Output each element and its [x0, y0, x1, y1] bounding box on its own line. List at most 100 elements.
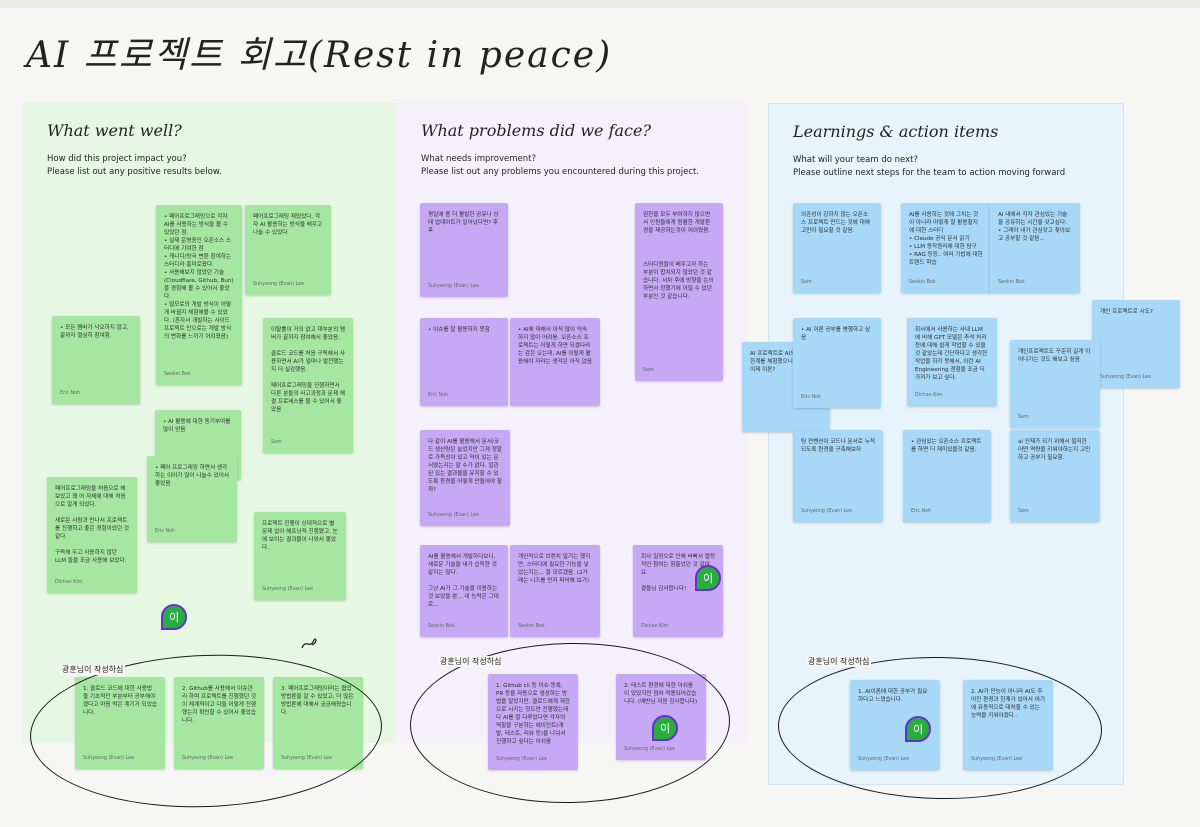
prompt-line: Please outline next steps for the team t… — [793, 168, 1066, 178]
sticky-note[interactable]: 다 같이 AI를 활용해서 문서/코드 생산량은 늘었지만 그게 정말로 가독성… — [420, 430, 510, 526]
collaborator-avatar[interactable]: 이 — [161, 604, 187, 630]
note-text: • 페어 프로그래밍 하면서 생각하는 이야기 많이 나눌수 있어서 좋았음 — [155, 465, 230, 487]
note-author: Sam — [271, 440, 282, 445]
note-author: Seokin Bok — [164, 372, 191, 377]
note-author: Suhyeong (Evan) Lee — [182, 756, 234, 761]
sticky-note[interactable]: • 모든 멤버가 낙오하지 않고, 끝까지 열심히 참여함. Eric Noh — [52, 316, 140, 404]
prompt-line: What will your team do next? — [793, 155, 918, 165]
note-author: Suhyeong (Evan) Lee — [858, 757, 910, 762]
note-text: AI 내에서 각자 관심있는 기술을 공유하는 시간을 갖고싶다. • 그래야 … — [998, 212, 1071, 242]
pen-scribble-icon — [301, 638, 317, 649]
column-title: Learnings & action items — [793, 122, 999, 141]
sticky-note[interactable]: 개인 프로젝트로 시도?Suhyeong (Evan) Lee — [1092, 300, 1180, 388]
note-author: Dichan Kim — [55, 580, 83, 585]
note-author: Sam — [1018, 509, 1029, 514]
note-author: Eric Noh — [911, 509, 932, 514]
note-author: Suhyeong (Evan) Lee — [428, 284, 480, 289]
note-author: Suhyeong (Evan) Lee — [253, 282, 305, 287]
note-text: 2. 테스트 환경에 대한 아쉬움이 있었지만 점차 적용되어갔습니다. (예반… — [624, 683, 698, 705]
note-author: Suhyeong (Evan) Lee — [428, 513, 480, 518]
note-author: Suhyeong (Evan) Lee — [971, 757, 1023, 762]
note-author: Eric Noh — [428, 393, 449, 398]
note-text: 이탈률이 거의 없고 대부분의 멤버가 끝까지 참여해서 좋았음. 클로드 코드… — [271, 327, 346, 413]
sticky-note[interactable]: 권한을 모두 부여하지 않으면서 인원들에게 원활한 개발환경을 제공하는것이 … — [635, 203, 723, 381]
sticky-note[interactable]: ai 인재가 되기 위해서 철저한 어떤 역량을 키워야하는지 고민하고 공부가… — [1010, 430, 1100, 522]
sticky-note[interactable]: 평일에 좀 더 활발한 공유나 상태 업데이트가 일어났다면? 후후 Suhyeo… — [420, 203, 508, 297]
sticky-note[interactable]: 1. Github cli 등 이슈 등록, PR 등을 자동으로 생성하는 방… — [488, 674, 578, 770]
note-text: 평일에 좀 더 활발한 공유나 상태 업데이트가 일어났다면? 후후 — [428, 212, 499, 234]
collaborator-avatar[interactable]: 이 — [905, 716, 931, 742]
note-text: 1. AI이론에 대한 공부가 필요하다고 느꼈습니다. — [858, 689, 928, 703]
note-text: 스터디원들이 배우고자 하는 부분이 합치되지 않았던 것 같습니다. 서차 후… — [643, 262, 714, 300]
note-author: Seokin Bok — [998, 280, 1025, 285]
sticky-note[interactable]: 회사에서 사용하는 사내 LLM 에 비해 GPT 모델은 추석 처리 등에 대… — [907, 318, 997, 406]
note-text: 개인프로젝트도 꾸준히 길게 이어나가는 것도 해보고 싶음 — [1018, 349, 1091, 363]
prompt-line: How did this project impact you? — [47, 154, 187, 164]
note-text: 프로젝트 진행이 상대적으로 별 문제 없이 해프닝적 진행됐고, 눈에 보이는… — [262, 521, 338, 551]
prompt-line: Please list out any positive results bel… — [47, 167, 222, 177]
sticky-note[interactable]: 회사 일정으로 인해 바빠서 열정적인 참여는 힘들었던 것 같아요. 결돌님 … — [633, 545, 723, 637]
note-text: 2. Github를 사용해서 이슈관리 하며 프로젝트를 진행했던 것이 체계… — [182, 686, 257, 724]
note-author: Suhyeong (Evan) Lee — [262, 587, 314, 592]
note-text: • AI 활용에 대한 동기부여를 많이 얻음 — [163, 419, 231, 433]
column-prompt: What needs improvement? Please list out … — [421, 153, 699, 179]
note-author: Suhyeong (Evan) Lee — [801, 509, 853, 514]
sticky-note[interactable]: • AI에 대해서 아직 많이 익숙하지 않아 어려움. 오픈소스 프로젝트는 … — [510, 318, 600, 406]
sticky-note[interactable]: 프로젝트 진행이 상대적으로 별 문제 없이 해프닝적 진행됐고, 눈에 보이는… — [254, 512, 346, 600]
sticky-note[interactable]: 3. 페어프로그래밍이라는 협업 방법론을 알 수 있었고, 더 많은 방법론에… — [273, 677, 363, 769]
note-text: 1. 클로드 코드에 대한 사용법을 기초적인 부분부터 공부해야겠다고 마음 … — [83, 686, 158, 716]
note-text: ai 인재가 되기 위해서 철저한 어떤 역량을 키워야하는지 고민하고 공부가… — [1018, 439, 1091, 461]
note-author: Dichan Kim — [641, 624, 669, 629]
note-author: Sam — [643, 368, 654, 373]
sticky-note[interactable]: 페어프로그래밍 재밌었다. 각자 AI 활용하는 방식을 배우고 나눌 수 있었… — [245, 205, 331, 295]
note-author: Suhyeong (Evan) Lee — [281, 756, 333, 761]
note-text: AI를 사용하는 것에 그치는 것 이 아니라 어떻게 잘 활용할지 에 대한 … — [909, 212, 983, 266]
note-text: AI를 활용해서 개발하다보니, 새로운 기술을 내가 습득한 것같지는 않다.… — [428, 554, 499, 608]
prompt-line: What needs improvement? — [421, 154, 536, 164]
sticky-note[interactable]: • 이슈를 잘 활용하지 못함 Eric Noh — [420, 318, 508, 406]
note-author: Dichan Kim — [915, 393, 943, 398]
column-prompt: How did this project impact you? Please … — [47, 153, 222, 179]
note-text: 페어프로그래밍 재밌었다. 각자 AI 활용하는 방식을 배우고 나눌 수 있었… — [253, 214, 323, 236]
note-text: • 모든 멤버가 낙오하지 않고, 끝까지 열심히 참여함. — [60, 325, 129, 339]
sticky-note[interactable]: 1. 클로드 코드에 대한 사용법을 기초적인 부분부터 공부해야겠다고 마음 … — [75, 677, 165, 769]
collaborator-avatar[interactable]: 이 — [652, 715, 678, 741]
sticky-note[interactable]: AI를 활용해서 개발하다보니, 새로운 기술을 내가 습득한 것같지는 않다.… — [420, 545, 508, 637]
sticky-note[interactable]: AI를 사용하는 것에 그치는 것 이 아니라 어떻게 잘 활용할지 에 대한 … — [901, 203, 991, 293]
note-author: Suhyeong (Evan) Lee — [496, 757, 548, 762]
sticky-note[interactable]: AI 내에서 각자 관심있는 기술을 공유하는 시간을 갖고싶다. • 그래야 … — [990, 203, 1080, 293]
sticky-note[interactable]: 의존성이 강하지 않는 오픈소스 프로젝트 만드는 것에 대해 고민이 필요할 … — [793, 203, 881, 293]
note-author: Suhyeong (Evan) Lee — [83, 756, 135, 761]
note-text: 개인적으로 브랜치 밀기는 했지만, 스터디에 필요한 기능을 넣었는지는...… — [518, 554, 591, 584]
sticky-note[interactable]: 개인적으로 브랜치 밀기는 했지만, 스터디에 필요한 기능을 넣었는지는...… — [510, 545, 600, 637]
sticky-note[interactable]: 페어프로그래밍을 처음으로 해보았고 꽤 어 자체에 대해 처음으로 알게 되었… — [47, 477, 137, 593]
collaborator-avatar[interactable]: 이 — [695, 565, 721, 591]
note-author: Seokin Bok — [428, 624, 455, 629]
note-author: Sam — [801, 280, 812, 285]
group-label: 광훈님이 작성하심 — [806, 656, 872, 667]
group-label: 광훈님이 작성하심 — [60, 664, 126, 675]
note-author: Eric Noh — [801, 395, 822, 400]
board-title: AI 프로젝트 회고(Rest in peace) — [26, 35, 613, 76]
sticky-note[interactable]: 2. Github를 사용해서 이슈관리 하며 프로젝트를 진행했던 것이 체계… — [174, 677, 264, 769]
note-text: • 관심있는 오픈소스 프로젝트를 하면 더 재미있을것 같음. — [911, 439, 982, 453]
sticky-note[interactable]: • 페어프로그래밍으로 각자 AI를 사용하는 방식을 볼 수 있었던 점. •… — [156, 205, 242, 385]
sticky-note[interactable]: 2. AI가 만능이 아니라 AI도 주어진 환경과 한계가 있어서 여기에 유… — [963, 680, 1053, 770]
column-prompt: What will your team do next? Please outl… — [793, 154, 1065, 180]
note-text: 페어프로그래밍을 처음으로 해보았고 꽤 어 자체에 대해 처음으로 알게 되었… — [55, 486, 130, 564]
note-text: 권한을 모두 부여하지 않으면서 인원들에게 원활한 개발환경을 제공하는것이 … — [643, 212, 711, 234]
sticky-note[interactable]: 이탈률이 거의 없고 대부분의 멤버가 끝까지 참여해서 좋았음. 클로드 코드… — [263, 318, 353, 453]
note-text: 다 같이 AI를 활용해서 문서/코드 생산량은 늘었지만 그게 정말로 가독성… — [428, 439, 503, 493]
note-text: 회사에서 사용하는 사내 LLM 에 비해 GPT 모델은 추석 처리 등에 대… — [915, 327, 988, 381]
note-text: 3. 페어프로그래밍이라는 협업 방법론을 알 수 있었고, 더 많은 방법론에… — [281, 686, 354, 716]
note-text: 개인 프로젝트로 시도? — [1100, 309, 1153, 315]
note-author: Eric Noh — [60, 391, 81, 396]
sticky-note[interactable]: • 관심있는 오픈소스 프로젝트를 하면 더 재미있을것 같음. Eric Noh — [903, 430, 991, 522]
note-text: • 이슈를 잘 활용하지 못함 — [428, 327, 490, 333]
note-text: 2. AI가 만능이 아니라 AI도 주어진 환경과 한계가 있어서 여기에 유… — [971, 689, 1046, 719]
note-text: 의존성이 강하지 않는 오픈소스 프로젝트 만드는 것에 대해 고민이 필요할 … — [801, 212, 870, 234]
